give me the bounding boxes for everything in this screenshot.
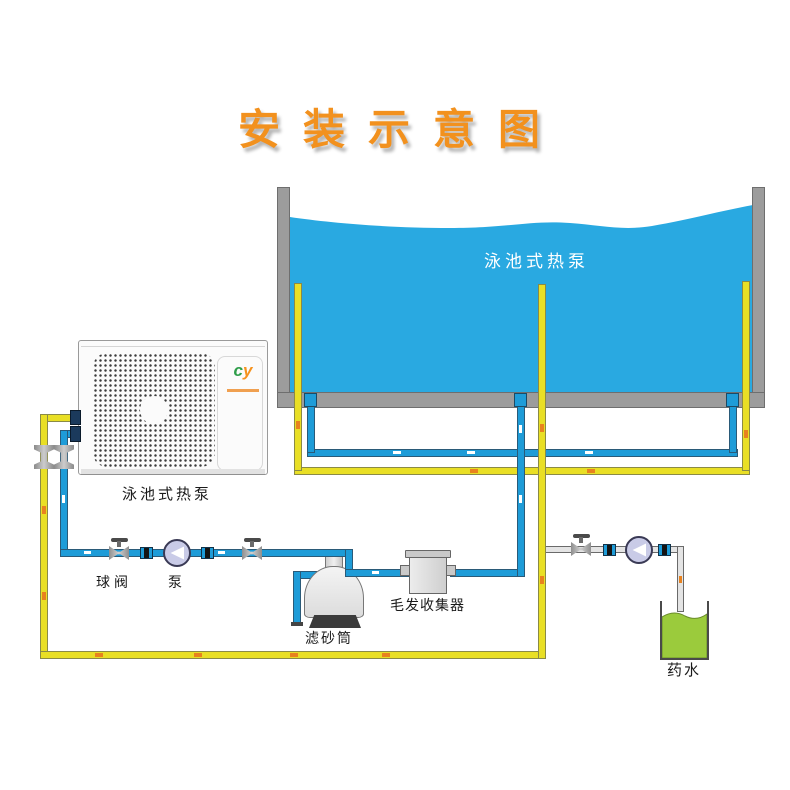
flow-tick bbox=[679, 576, 682, 583]
flow-tick bbox=[42, 592, 46, 600]
dosing-union-1 bbox=[603, 544, 616, 556]
pipe-blue-right-drain-drop bbox=[729, 405, 737, 453]
pipe-blue-filter-waste-drop bbox=[293, 571, 301, 625]
brand-logo-text-bar bbox=[227, 389, 259, 392]
dosing-union-2 bbox=[658, 544, 671, 556]
dosing-valve-stem bbox=[579, 537, 583, 543]
pipe-yellow-middle-riser bbox=[538, 284, 546, 659]
heat-pump-port-inlet bbox=[70, 426, 81, 442]
flow-tick bbox=[84, 551, 91, 554]
ball-valve-1-handle bbox=[111, 538, 128, 542]
brand-logo-y: y bbox=[243, 361, 253, 380]
chemical-label: 药水 bbox=[667, 662, 702, 679]
pipe-union-1 bbox=[140, 547, 153, 559]
chemical-tank bbox=[660, 601, 709, 660]
flow-tick bbox=[194, 653, 202, 657]
flow-tick bbox=[393, 451, 401, 454]
flow-tick bbox=[296, 421, 300, 429]
sand-filter-base bbox=[309, 615, 361, 628]
ball-valve-2 bbox=[242, 546, 262, 560]
flow-tick bbox=[42, 506, 46, 514]
hair-collector-port-right bbox=[446, 565, 456, 576]
flow-tick bbox=[470, 469, 478, 473]
flow-tick bbox=[467, 451, 475, 454]
flow-tick bbox=[519, 425, 522, 433]
flow-tick bbox=[540, 576, 544, 584]
pipe-blue-collector-to-riser bbox=[450, 569, 525, 577]
heat-pump-base-shadow bbox=[81, 469, 265, 475]
ball-valve-1 bbox=[109, 546, 129, 560]
flow-tick bbox=[585, 451, 593, 454]
dosing-valve bbox=[571, 542, 591, 556]
pool-water-label: 泳池式热泵 bbox=[484, 252, 589, 271]
hair-collector-label: 毛发收集器 bbox=[390, 597, 465, 613]
dosing-valve-handle bbox=[573, 534, 590, 538]
chemical-liquid bbox=[662, 612, 707, 658]
brand-logo-c: c bbox=[233, 361, 243, 380]
flow-tick bbox=[62, 495, 65, 503]
flow-tick bbox=[587, 469, 595, 473]
circulation-pump bbox=[163, 539, 191, 567]
pool-drain-right bbox=[726, 393, 739, 407]
flow-tick bbox=[540, 424, 544, 432]
flow-tick bbox=[382, 653, 390, 657]
flow-tick bbox=[95, 653, 103, 657]
flow-tick bbox=[519, 495, 522, 503]
heat-pump-top-line bbox=[81, 346, 265, 347]
brand-logo: cy bbox=[225, 361, 261, 391]
pool-wall-left bbox=[277, 187, 290, 408]
pipe-yellow-pool-inlet-right bbox=[742, 281, 750, 471]
pump-label: 泵 bbox=[168, 574, 182, 590]
union-valve-yellow-riser bbox=[34, 445, 54, 469]
flow-tick bbox=[744, 430, 748, 438]
pool-drain-middle bbox=[514, 393, 527, 407]
flow-tick bbox=[372, 571, 379, 574]
pipe-blue-left-drain-drop bbox=[307, 405, 315, 453]
union-valve-blue-riser bbox=[54, 445, 74, 469]
ball-valve-1-stem bbox=[117, 541, 121, 547]
heat-pump-label: 泳池式热泵 bbox=[122, 486, 213, 503]
ball-valve-2-handle bbox=[244, 538, 261, 542]
waste-pipe-cap bbox=[291, 622, 303, 626]
heat-pump-unit: cy bbox=[78, 340, 268, 475]
pool-drain-left bbox=[304, 393, 317, 407]
sand-filter-label: 滤砂筒 bbox=[305, 630, 353, 646]
hair-collector-body bbox=[409, 557, 447, 594]
pool-water bbox=[290, 186, 753, 393]
fan-hub bbox=[140, 396, 168, 424]
flow-tick bbox=[218, 551, 225, 554]
page-title: 安装示意图 bbox=[238, 106, 564, 153]
heat-pump-port-outlet bbox=[70, 410, 81, 425]
ball-valve-2-stem bbox=[250, 541, 254, 547]
flow-tick bbox=[290, 653, 298, 657]
pool-wall-right bbox=[752, 187, 765, 408]
pipe-union-2 bbox=[201, 547, 214, 559]
dosing-pump bbox=[625, 536, 653, 564]
pipe-yellow-pool-inlet-left bbox=[294, 283, 302, 471]
ball-valve-label: 球阀 bbox=[96, 574, 132, 590]
